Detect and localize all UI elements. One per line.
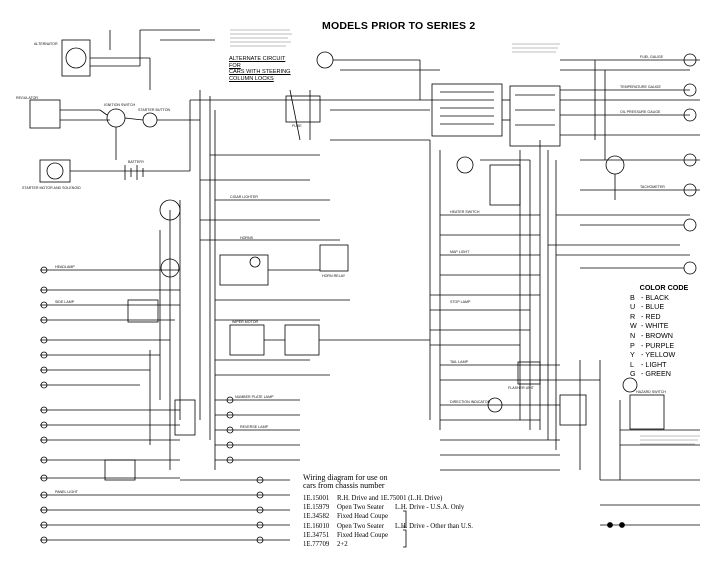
headlamp-label: HEADLAMP — [55, 265, 75, 269]
battery-label: BATTERY — [128, 160, 145, 164]
alternate-circuit-line: CARS WITH STEERING — [229, 69, 291, 76]
color-code-entry: P - PURPLE — [630, 340, 675, 350]
wiring-note: Wiring diagram for use on cars from chas… — [303, 474, 388, 490]
fuse-label: FUSE — [292, 124, 302, 128]
oil-gauge-label: OIL PRESSURE GAUGE — [620, 110, 661, 114]
hazard-flasher-box — [629, 394, 665, 430]
color-code-title: COLOR CODE — [639, 283, 689, 292]
color-code-entry: N - BROWN — [630, 330, 673, 340]
regulator-box — [29, 99, 61, 129]
reverse-switch-box — [284, 324, 320, 356]
color-code-entry: R - RED — [630, 311, 661, 321]
lamp-symbol — [456, 156, 474, 174]
gauge-symbol — [683, 53, 697, 67]
alternator-label: ALTERNATOR — [34, 42, 58, 46]
wiring-note-line: Wiring diagram for use on — [303, 473, 388, 482]
tachometer-label: TACHOMETER — [640, 185, 665, 189]
starter-button-label: STARTER BUTTON — [138, 108, 171, 112]
flasher-unit-box — [517, 361, 541, 385]
starter-button-symbol — [142, 112, 158, 128]
color-code-entry: W - WHITE — [630, 321, 669, 331]
number-plate-label: NUMBER PLATE LAMP — [235, 395, 274, 399]
panel-light-label: PANEL LIGHT — [55, 490, 78, 494]
stop-lamp-label: STOP LAMP — [450, 300, 471, 304]
direction-indicator-label: DIRECTION INDICATOR — [450, 400, 491, 404]
color-code-entry: Y - YELLOW — [630, 350, 676, 360]
cigar-lighter-label: CIGAR LIGHTER — [230, 195, 258, 199]
starter-motor-label: STARTER MOTOR AND SOLENOID — [22, 186, 81, 190]
panel-light-switch-box — [104, 459, 136, 481]
tacho-symbol — [605, 155, 625, 175]
relay-block — [489, 164, 521, 206]
color-code-legend: COLOR CODE B - BLACK U - BLUE R - RED W … — [630, 283, 702, 379]
horn-relay-label: HORN RELAY — [322, 274, 346, 278]
wiper-motor-label: WIPER MOTOR — [232, 320, 259, 324]
ignition-switch-label: IGNITION SWITCH — [104, 103, 136, 107]
side-lamp-label: SIDE LAMP — [55, 300, 75, 304]
regulator-label: REGULATOR — [16, 96, 39, 100]
connector-block — [509, 85, 561, 147]
reverse-lamp-label: REVERSE LAMP — [240, 425, 268, 429]
alternate-circuit-line: ALTERNATE CIRCUIT FOR — [229, 56, 286, 69]
tail-lamp-label: TAIL LAMP — [450, 360, 468, 364]
fuse-block-top — [285, 95, 321, 123]
page-title: MODELS PRIOR TO SERIES 2 — [322, 20, 476, 32]
ignition-switch-symbol — [106, 108, 126, 128]
horn-relay-right — [319, 244, 349, 272]
heater-switch-label: HEATER SWITCH — [450, 210, 480, 214]
fuse-lower — [174, 399, 196, 436]
horns-label: HORNS — [240, 236, 253, 240]
color-code-entry: G - GREEN — [630, 369, 671, 379]
color-code-entry: L - LIGHT — [630, 359, 667, 369]
color-code-entry: U - BLUE — [630, 302, 665, 312]
panel-light-switch-symbol — [159, 199, 181, 221]
horn-relay-box — [219, 254, 269, 286]
alternate-circuit-line: COLUMN LOCKS — [229, 75, 274, 82]
temp-gauge-label: TEMPERATURE GAUGE — [620, 85, 661, 89]
color-code-entry: B - BLACK — [630, 292, 669, 302]
wiper-switch-box — [229, 324, 265, 356]
alternate-circuit-note: ALTERNATE CIRCUIT FOR CARS WITH STEERING… — [229, 56, 291, 82]
headlight-flasher-box — [127, 299, 159, 323]
switch-panel — [431, 83, 503, 137]
map-light-label: MAP LIGHT — [450, 250, 470, 254]
hazard-switch-box — [559, 394, 587, 426]
hazard-switch-label: HAZARD SWITCH — [636, 390, 666, 394]
wiring-note-line: cars from chassis number — [303, 481, 385, 490]
flasher-unit-label: FLASHER UNIT — [508, 386, 534, 390]
fuel-gauge-label: FUEL GAUGE — [640, 55, 664, 59]
